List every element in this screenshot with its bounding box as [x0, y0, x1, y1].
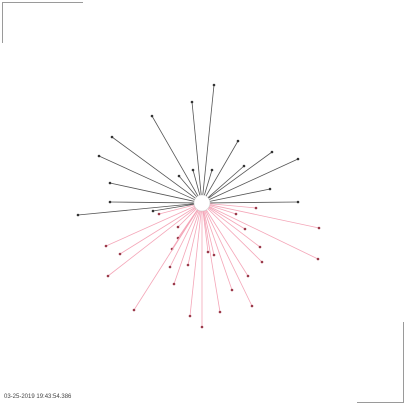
upper-ray-end-dot-5 — [236, 139, 240, 143]
top-left-frame-corner — [2, 2, 83, 43]
upper-ray-7 — [209, 158, 299, 201]
upper-ray-11 — [203, 169, 213, 196]
bottom-right-frame-corner — [357, 322, 404, 403]
lower-ray-2 — [209, 203, 257, 209]
lower-ray-3 — [209, 205, 237, 215]
upper-ray-end-dot-14 — [108, 200, 112, 204]
lower-ray-9 — [208, 207, 261, 248]
upper-ray-3 — [111, 136, 196, 199]
lower-ray-end-dot-13 — [212, 253, 216, 257]
starburst-rays — [76, 83, 321, 329]
lower-ray-22 — [133, 209, 199, 311]
lower-ray-end-dot-21 — [250, 304, 254, 308]
lower-ray-end-dot-12 — [206, 250, 210, 254]
upper-ray-end-dot-8 — [108, 181, 112, 185]
upper-ray-end-dot-3 — [110, 135, 114, 139]
upper-ray-end-dot-15 — [296, 200, 300, 204]
upper-ray-end-dot-13 — [268, 187, 272, 191]
lower-ray-end-dot-1 — [316, 257, 320, 261]
upper-ray-end-dot-16 — [151, 209, 155, 213]
lower-ray-19 — [173, 210, 200, 285]
upper-ray-12 — [207, 165, 245, 199]
lower-ray-17 — [107, 207, 196, 277]
upper-ray-end-dot-7 — [296, 157, 300, 161]
lower-ray-7 — [105, 205, 195, 247]
timestamp-label: 03-25-2019 19:43:54.386 — [4, 394, 72, 400]
center-hub — [193, 194, 211, 212]
upper-ray-0 — [202, 84, 215, 196]
lower-ray-23 — [189, 210, 202, 317]
lower-ray-end-dot-19 — [172, 282, 176, 286]
lower-ray-end-dot-17 — [106, 274, 110, 278]
lower-ray-end-dot-22 — [132, 308, 136, 312]
lower-ray-end-dot-20 — [230, 288, 234, 292]
lower-ray-end-dot-8 — [118, 252, 122, 256]
upper-ray-end-dot-10 — [191, 168, 195, 172]
lower-ray-end-dot-9 — [258, 245, 262, 249]
upper-ray-end-dot-17 — [76, 213, 80, 217]
lower-ray-12 — [202, 210, 209, 253]
upper-ray-end-dot-4 — [97, 154, 101, 158]
upper-ray-end-dot-6 — [270, 150, 274, 154]
lower-ray-18 — [205, 209, 249, 277]
lower-ray-14 — [187, 210, 201, 266]
upper-ray-16 — [152, 203, 195, 212]
lower-ray-end-dot-14 — [186, 263, 190, 267]
lower-ray-8 — [119, 206, 196, 255]
lower-ray-5 — [177, 208, 197, 228]
lower-ray-20 — [204, 210, 233, 291]
lower-ray-1 — [209, 206, 319, 260]
lower-ray-4 — [158, 204, 195, 215]
lower-ray-end-dot-2 — [254, 206, 258, 210]
lower-ray-0 — [209, 204, 320, 229]
lower-ray-15 — [169, 209, 199, 268]
lower-ray-25 — [202, 210, 221, 313]
lower-ray-6 — [208, 206, 246, 230]
lower-ray-end-dot-18 — [246, 274, 250, 278]
upper-ray-end-dot-11 — [210, 168, 214, 172]
lower-ray-end-dot-6 — [243, 227, 247, 231]
upper-ray-2 — [151, 115, 199, 197]
upper-ray-8 — [109, 182, 195, 202]
upper-ray-end-dot-9 — [177, 174, 181, 178]
lower-ray-end-dot-23 — [188, 314, 192, 318]
lower-ray-21 — [205, 210, 253, 307]
lower-ray-end-dot-24 — [200, 325, 204, 329]
upper-ray-end-dot-0 — [212, 83, 216, 87]
upper-ray-10 — [192, 169, 201, 196]
lower-ray-16 — [207, 208, 263, 263]
upper-ray-14 — [109, 201, 195, 204]
lower-ray-end-dot-3 — [234, 212, 238, 216]
upper-ray-13 — [209, 188, 271, 202]
upper-ray-1 — [191, 101, 202, 196]
upper-ray-6 — [208, 151, 273, 199]
lower-ray-end-dot-25 — [218, 310, 222, 314]
lower-ray-end-dot-0 — [317, 226, 321, 230]
lower-ray-end-dot-4 — [157, 212, 161, 216]
lower-ray-13 — [203, 210, 215, 256]
upper-ray-5 — [205, 140, 239, 197]
upper-ray-end-dot-2 — [150, 114, 154, 118]
lower-ray-end-dot-15 — [168, 265, 172, 269]
upper-ray-end-dot-1 — [190, 100, 194, 104]
upper-ray-4 — [98, 155, 195, 201]
upper-ray-15 — [209, 201, 299, 204]
lower-ray-end-dot-16 — [260, 260, 264, 264]
lower-ray-end-dot-7 — [104, 244, 108, 248]
lower-ray-end-dot-5 — [176, 225, 180, 229]
upper-ray-17 — [77, 203, 195, 216]
upper-ray-9 — [178, 175, 198, 198]
upper-ray-end-dot-12 — [242, 164, 246, 168]
